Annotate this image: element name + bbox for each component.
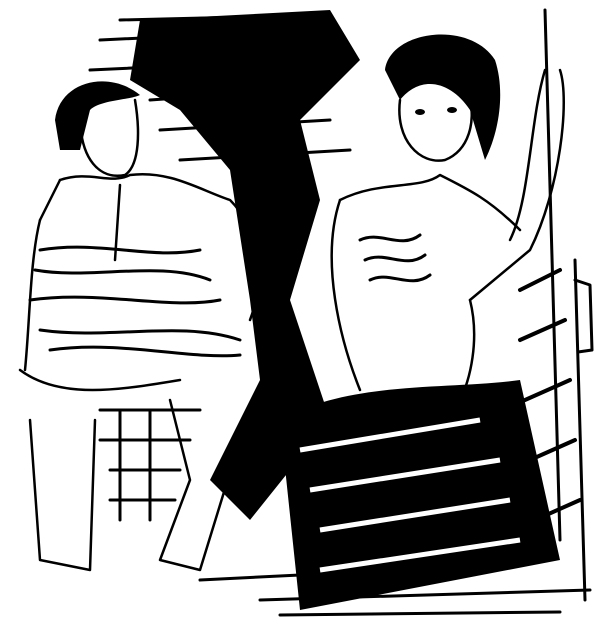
background-hatching [88,10,360,520]
boy-hair [55,81,140,150]
floor-hatching [198,573,592,617]
woman-face [398,98,473,162]
woman-embroidery [358,233,432,283]
chair-rungs [98,408,202,522]
bench-slats [518,268,582,522]
woman-hair [385,34,501,160]
woman-skirt-shading [280,380,560,610]
boy-figure [18,81,272,572]
woman-figure [280,34,582,610]
skirt-highlights [299,417,521,573]
boy-jacket [23,172,260,372]
boy-legs [18,368,272,572]
boy-scribble-body [28,245,242,358]
woman-eyes [415,107,457,115]
boy-face [78,98,140,177]
